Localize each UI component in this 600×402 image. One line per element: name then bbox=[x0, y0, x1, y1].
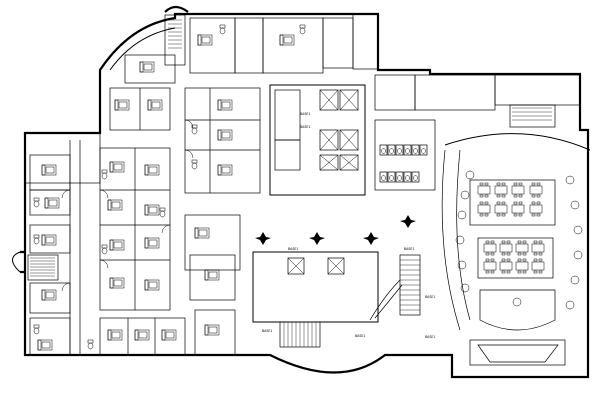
label-c: BASE1 bbox=[425, 295, 435, 299]
right-core-rooms bbox=[374, 74, 581, 191]
label-g: BASE1 bbox=[300, 112, 310, 116]
room-labels: BASE1 BASE1 BASE1 BASE1 BASE1 BASE1 BASE… bbox=[262, 112, 435, 339]
label-e: BASE1 bbox=[355, 334, 365, 338]
top-left-rooms bbox=[109, 13, 379, 131]
label-b: BASE1 bbox=[404, 247, 414, 251]
door-swings bbox=[61, 119, 194, 292]
label-f: BASE1 bbox=[425, 335, 435, 339]
banquet-hall bbox=[441, 133, 591, 366]
label-h: BASE1 bbox=[300, 125, 310, 129]
elevator-core bbox=[269, 84, 366, 196]
label-a: BASE1 bbox=[288, 247, 298, 251]
left-wing bbox=[24, 132, 101, 356]
label-d: BASE1 bbox=[262, 329, 272, 333]
decorative-columns bbox=[255, 215, 416, 245]
mid-left-rooms bbox=[184, 87, 261, 194]
left-center-rooms bbox=[99, 147, 171, 311]
lower-left-rooms bbox=[87, 214, 241, 356]
outer-walls bbox=[12, 5, 590, 379]
central-lobby bbox=[252, 251, 421, 348]
